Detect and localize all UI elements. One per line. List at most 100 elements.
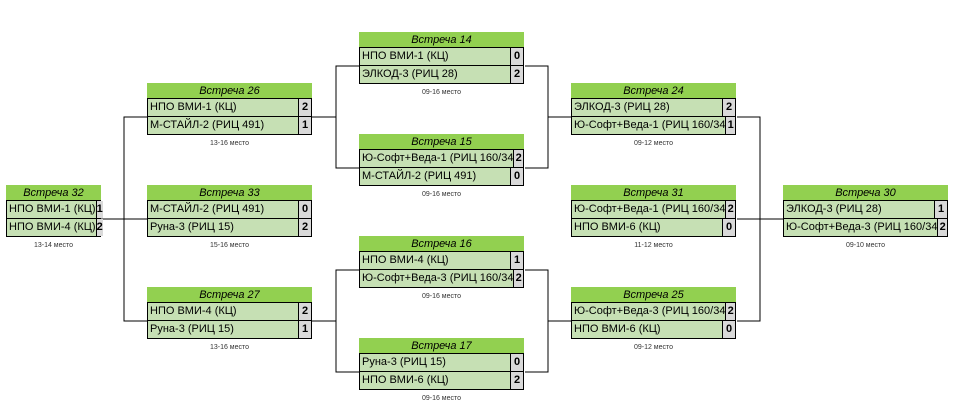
- team-name: НПО ВМИ-4 (КЦ): [362, 254, 449, 266]
- match-title: Встреча 15: [359, 134, 524, 150]
- match-24: Встреча 24 ЭЛКОД-3 (РИЦ 28)2 Ю-Софт+Веда…: [571, 83, 736, 147]
- match-row-team2: М-СТАЙЛ-2 (РИЦ 491) 0: [359, 167, 524, 186]
- team-name: Ю-Софт+Веда-1 (РИЦ 160/34: [574, 203, 726, 215]
- team-name: Ю-Софт+Веда-3 (РИЦ 160/34: [362, 272, 514, 284]
- team-score: 1: [725, 117, 735, 134]
- team-name: НПО ВМИ-1 (КЦ): [150, 101, 237, 113]
- team-name: Ю-Софт+Веда-3 (РИЦ 160/34: [574, 305, 726, 317]
- match-title: Встреча 27: [147, 287, 312, 303]
- team-score: 1: [298, 117, 311, 134]
- match-14: Встреча 14 НПО ВМИ-1 (КЦ) 0 ЭЛКОД-3 (РИЦ …: [359, 32, 524, 96]
- team-score: 2: [513, 270, 523, 287]
- match-32: Встреча 32 НПО ВМИ-1 (КЦ)1 НПО ВМИ-4 (КЦ…: [6, 185, 103, 249]
- team-score: 2: [95, 219, 103, 236]
- team-name: Ю-Софт+Веда-3 (РИЦ 160/34: [786, 221, 938, 233]
- team-score: 2: [722, 99, 735, 116]
- match-title: Встреча 30: [783, 185, 948, 201]
- match-title: Встреча 31: [571, 185, 736, 201]
- place-label: 09-16 место: [421, 89, 462, 96]
- team-score: 2: [510, 372, 523, 389]
- team-score: 0: [298, 201, 311, 218]
- match-row-team2: НПО ВМИ-4 (КЦ)2: [6, 218, 103, 237]
- match-row-team1: Руна-3 (РИЦ 15) 0: [359, 353, 524, 372]
- match-title: Встреча 25: [571, 287, 736, 303]
- match-row-team2: НПО ВМИ-6 (КЦ) 0: [571, 218, 736, 237]
- place-label: 13-16 место: [209, 344, 250, 351]
- team-score: 1: [95, 201, 103, 218]
- team-name: Руна-3 (РИЦ 15): [150, 323, 234, 335]
- team-name: ЭЛКОД-3 (РИЦ 28): [786, 203, 882, 215]
- match-title: Встреча 32: [6, 185, 101, 201]
- team-name: ЭЛКОД-3 (РИЦ 28): [362, 68, 458, 80]
- match-row-team1: М-СТАЙЛ-2 (РИЦ 491) 0: [147, 200, 312, 219]
- team-score: 0: [722, 219, 735, 236]
- team-score: 0: [510, 48, 523, 65]
- match-33: Встреча 33 М-СТАЙЛ-2 (РИЦ 491) 0 Руна-3 (…: [147, 185, 312, 249]
- team-name: Руна-3 (РИЦ 15): [362, 356, 446, 368]
- team-score: 2: [298, 219, 311, 236]
- team-score: 2: [298, 303, 311, 320]
- match-row-team1: НПО ВМИ-4 (КЦ) 1: [359, 251, 524, 270]
- team-name: М-СТАЙЛ-2 (РИЦ 491): [362, 170, 477, 182]
- match-row-team1: ЭЛКОД-3 (РИЦ 28) 1: [783, 200, 948, 219]
- team-name: НПО ВМИ-6 (КЦ): [362, 374, 449, 386]
- team-score: 0: [510, 354, 523, 371]
- team-score: 2: [937, 219, 947, 236]
- place-label: 09-12 место: [633, 344, 674, 351]
- place-label: 09-16 место: [421, 293, 462, 300]
- match-row-team2: ЭЛКОД-3 (РИЦ 28) 2: [359, 65, 524, 84]
- team-name: М-СТАЙЛ-2 (РИЦ 491): [150, 119, 265, 131]
- match-row-team1: НПО ВМИ-1 (КЦ)1: [6, 200, 103, 219]
- match-row-team2: М-СТАЙЛ-2 (РИЦ 491) 1: [147, 116, 312, 135]
- match-16: Встреча 16 НПО ВМИ-4 (КЦ) 1 Ю-Софт+Веда-3…: [359, 236, 524, 300]
- team-name: ЭЛКОД-3 (РИЦ 28): [574, 101, 670, 113]
- place-label: 09-16 место: [421, 191, 462, 198]
- team-name: Ю-Софт+Веда-1 (РИЦ 160/34: [362, 152, 514, 164]
- match-row-team1: НПО ВМИ-1 (КЦ) 0: [359, 47, 524, 66]
- match-row-team1: ЭЛКОД-3 (РИЦ 28) 2: [571, 98, 736, 117]
- team-name: НПО ВМИ-4 (КЦ): [150, 305, 237, 317]
- team-score: 1: [934, 201, 947, 218]
- team-score: 2: [725, 303, 735, 320]
- match-17: Встреча 17 Руна-3 (РИЦ 15) 0 НПО ВМИ-6 (К…: [359, 338, 524, 402]
- team-name: НПО ВМИ-6 (КЦ): [574, 323, 661, 335]
- team-name: НПО ВМИ-1 (КЦ): [362, 50, 449, 62]
- place-label: 11-12 место: [634, 242, 673, 249]
- team-score: 0: [722, 321, 735, 338]
- team-name: М-СТАЙЛ-2 (РИЦ 491): [150, 203, 265, 215]
- team-name: Ю-Софт+Веда-1 (РИЦ 160/34: [574, 119, 726, 131]
- place-label: 13-16 место: [209, 140, 250, 147]
- match-row-team2: НПО ВМИ-6 (КЦ) 2: [359, 371, 524, 390]
- match-26: Встреча 26 НПО ВМИ-1 (КЦ)2 М-СТАЙЛ-2 (РИ…: [147, 83, 312, 147]
- match-title: Встреча 33: [147, 185, 312, 201]
- match-title: Встреча 16: [359, 236, 524, 252]
- match-row-team2: Руна-3 (РИЦ 15) 2: [147, 218, 312, 237]
- team-score: 2: [725, 201, 735, 218]
- place-label: 09-10 место: [845, 242, 886, 249]
- team-name: Руна-3 (РИЦ 15): [150, 221, 234, 233]
- place-label: 09-16 место: [421, 395, 462, 402]
- match-27: Встреча 27 НПО ВМИ-4 (КЦ) 2 Руна-3 (РИЦ 1…: [147, 287, 312, 351]
- match-row-team1: НПО ВМИ-4 (КЦ) 2: [147, 302, 312, 321]
- team-name: НПО ВМИ-1 (КЦ): [9, 203, 96, 215]
- place-label: 09-12 место: [633, 140, 674, 147]
- match-title: Встреча 14: [359, 32, 524, 48]
- match-30: Встреча 30 ЭЛКОД-3 (РИЦ 28) 1 Ю-Софт+Веда…: [783, 185, 948, 249]
- team-score: 1: [510, 252, 523, 269]
- team-score: 2: [510, 66, 523, 83]
- team-score: 1: [298, 321, 311, 338]
- team-score: 0: [510, 168, 523, 185]
- team-name: НПО ВМИ-6 (КЦ): [574, 221, 661, 233]
- match-title: Встреча 17: [359, 338, 524, 354]
- match-row-team1: НПО ВМИ-1 (КЦ)2: [147, 98, 312, 117]
- place-label: 15-16 место: [209, 242, 250, 249]
